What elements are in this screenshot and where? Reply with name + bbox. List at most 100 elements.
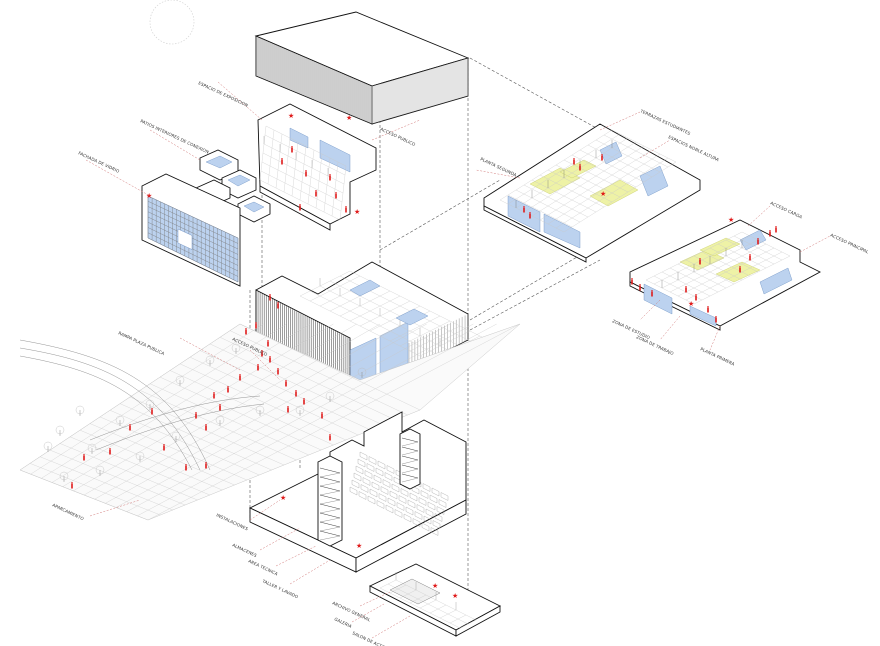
tree-icon [357,367,367,378]
star-marker-icon: ★ [280,494,286,502]
label-rampa-plaza: RAMPA PLAZA PUBLICA [118,330,166,356]
label-zona-trabajo: ZONA DE TRABAJO [636,334,675,356]
roof-block [254,11,470,125]
person-figure-icon [303,398,305,405]
person-figure-icon [529,212,531,219]
tree-icon [205,355,215,366]
person-figure-icon [707,306,709,313]
person-figure-icon [277,368,279,375]
person-figure-icon [255,322,257,329]
right-upper-plan [483,123,701,263]
person-figure-icon [257,364,259,371]
person-figure-icon [109,448,111,455]
label-area-tecnica: AREA TECNICA [248,558,279,576]
star-marker-icon: ★ [146,192,152,200]
label-instalaciones: INSTALACIONES [216,512,250,531]
tree-icon [95,465,105,476]
person-figure-icon [205,462,207,469]
label-planta-primera: PLANTA PRIMERA [700,346,736,366]
person-figure-icon [295,390,297,397]
person-figure-icon [335,192,337,199]
person-figure-icon [151,408,153,415]
person-figure-icon [699,258,701,265]
star-marker-icon: ★ [728,216,734,224]
person-figure-icon [523,206,525,213]
tree-icon [135,451,145,462]
person-figure-icon [205,424,207,431]
person-figure-icon [285,380,287,387]
person-figure-icon [281,158,283,165]
tree-icon [325,391,335,402]
person-figures [71,146,777,489]
tree-icon [171,431,181,442]
person-figure-icon [83,454,85,461]
label-planta-segunda: PLANTA SEGUNDA [480,156,518,177]
person-figure-icon [269,294,271,301]
person-figure-icon [573,158,575,165]
glass-facade-panel [141,173,241,287]
person-figure-icon [299,204,301,211]
person-figure-icon [245,328,247,335]
public-plaza [19,323,521,521]
tree-icon [75,405,85,416]
person-figure-icon [277,302,279,309]
label-aparcamiento: APARCAMIENTO [52,502,86,521]
star-marker-icon: ★ [354,208,360,216]
tree-icon [59,471,69,482]
tree-icon [55,425,65,436]
label-salon-actos: SALON DE ACTOS [352,630,389,646]
star-marker-icon: ★ [356,542,362,550]
star-marker-icon: ★ [432,582,438,590]
star-marker-icon: ★ [288,112,294,120]
person-figure-icon [195,412,197,419]
label-noble-altura: ESPACIOS NOBLE ALTURA [668,134,720,162]
person-figure-icon [305,170,307,177]
person-figure-icon [769,230,771,237]
tree-icon [43,441,53,452]
label-galeria: GALERIA [334,616,353,628]
person-figure-icon [269,356,271,363]
star-marker-icon: ★ [346,114,352,122]
person-figure-icon [239,374,241,381]
person-figure-icon [185,464,187,471]
tree-icon [255,405,265,416]
person-figure-icon [261,350,263,357]
tree-icon [215,415,225,426]
compass-icon [149,0,195,45]
star-marker-icon: ★ [600,190,606,198]
label-terrazas: TERRAZAS ESTUDIANTES [639,108,692,136]
person-figure-icon [329,434,331,441]
label-acceso-publico-top: ACCESO PUBLICO [380,126,417,147]
person-figure-icon [685,286,687,293]
person-figure-icon [329,174,331,181]
label-acceso-carga: ACCESO CARGA [770,200,803,219]
tree-icon [87,443,97,454]
label-acceso-principal: ACCESO PRINCIPAL [830,232,870,254]
person-figure-icon [749,254,751,261]
tree-icon [295,405,305,416]
basement-level [248,411,467,573]
person-figure-icon [321,412,323,419]
sub-basement-strip [368,563,501,637]
person-figure-icon [579,164,581,171]
label-almacenes: ALMACENES [232,542,258,558]
star-markers: ★ ★ ★ ★ ★ ★ ★ ★ ★ ★ ★ [146,112,734,600]
person-figure-icon [695,294,697,301]
right-lower-plan [629,219,821,331]
person-figure-icon [715,316,717,323]
person-figure-icon [631,278,633,285]
person-figure-icon [775,226,777,233]
person-figure-icon [651,290,653,297]
label-patios-interiores: PATIOS INTERIORES DE CONEXION [140,118,210,154]
person-figure-icon [163,444,165,451]
person-figure-icon [757,238,759,245]
person-figure-icon [287,406,289,413]
person-figure-icon [129,424,131,431]
tree-icon [175,375,185,386]
person-figure-icon [639,284,641,291]
star-marker-icon: ★ [452,592,458,600]
person-figure-icon [291,146,293,153]
star-marker-icon: ★ [688,300,694,308]
tree-icon [231,343,241,354]
person-figure-icon [227,386,229,393]
